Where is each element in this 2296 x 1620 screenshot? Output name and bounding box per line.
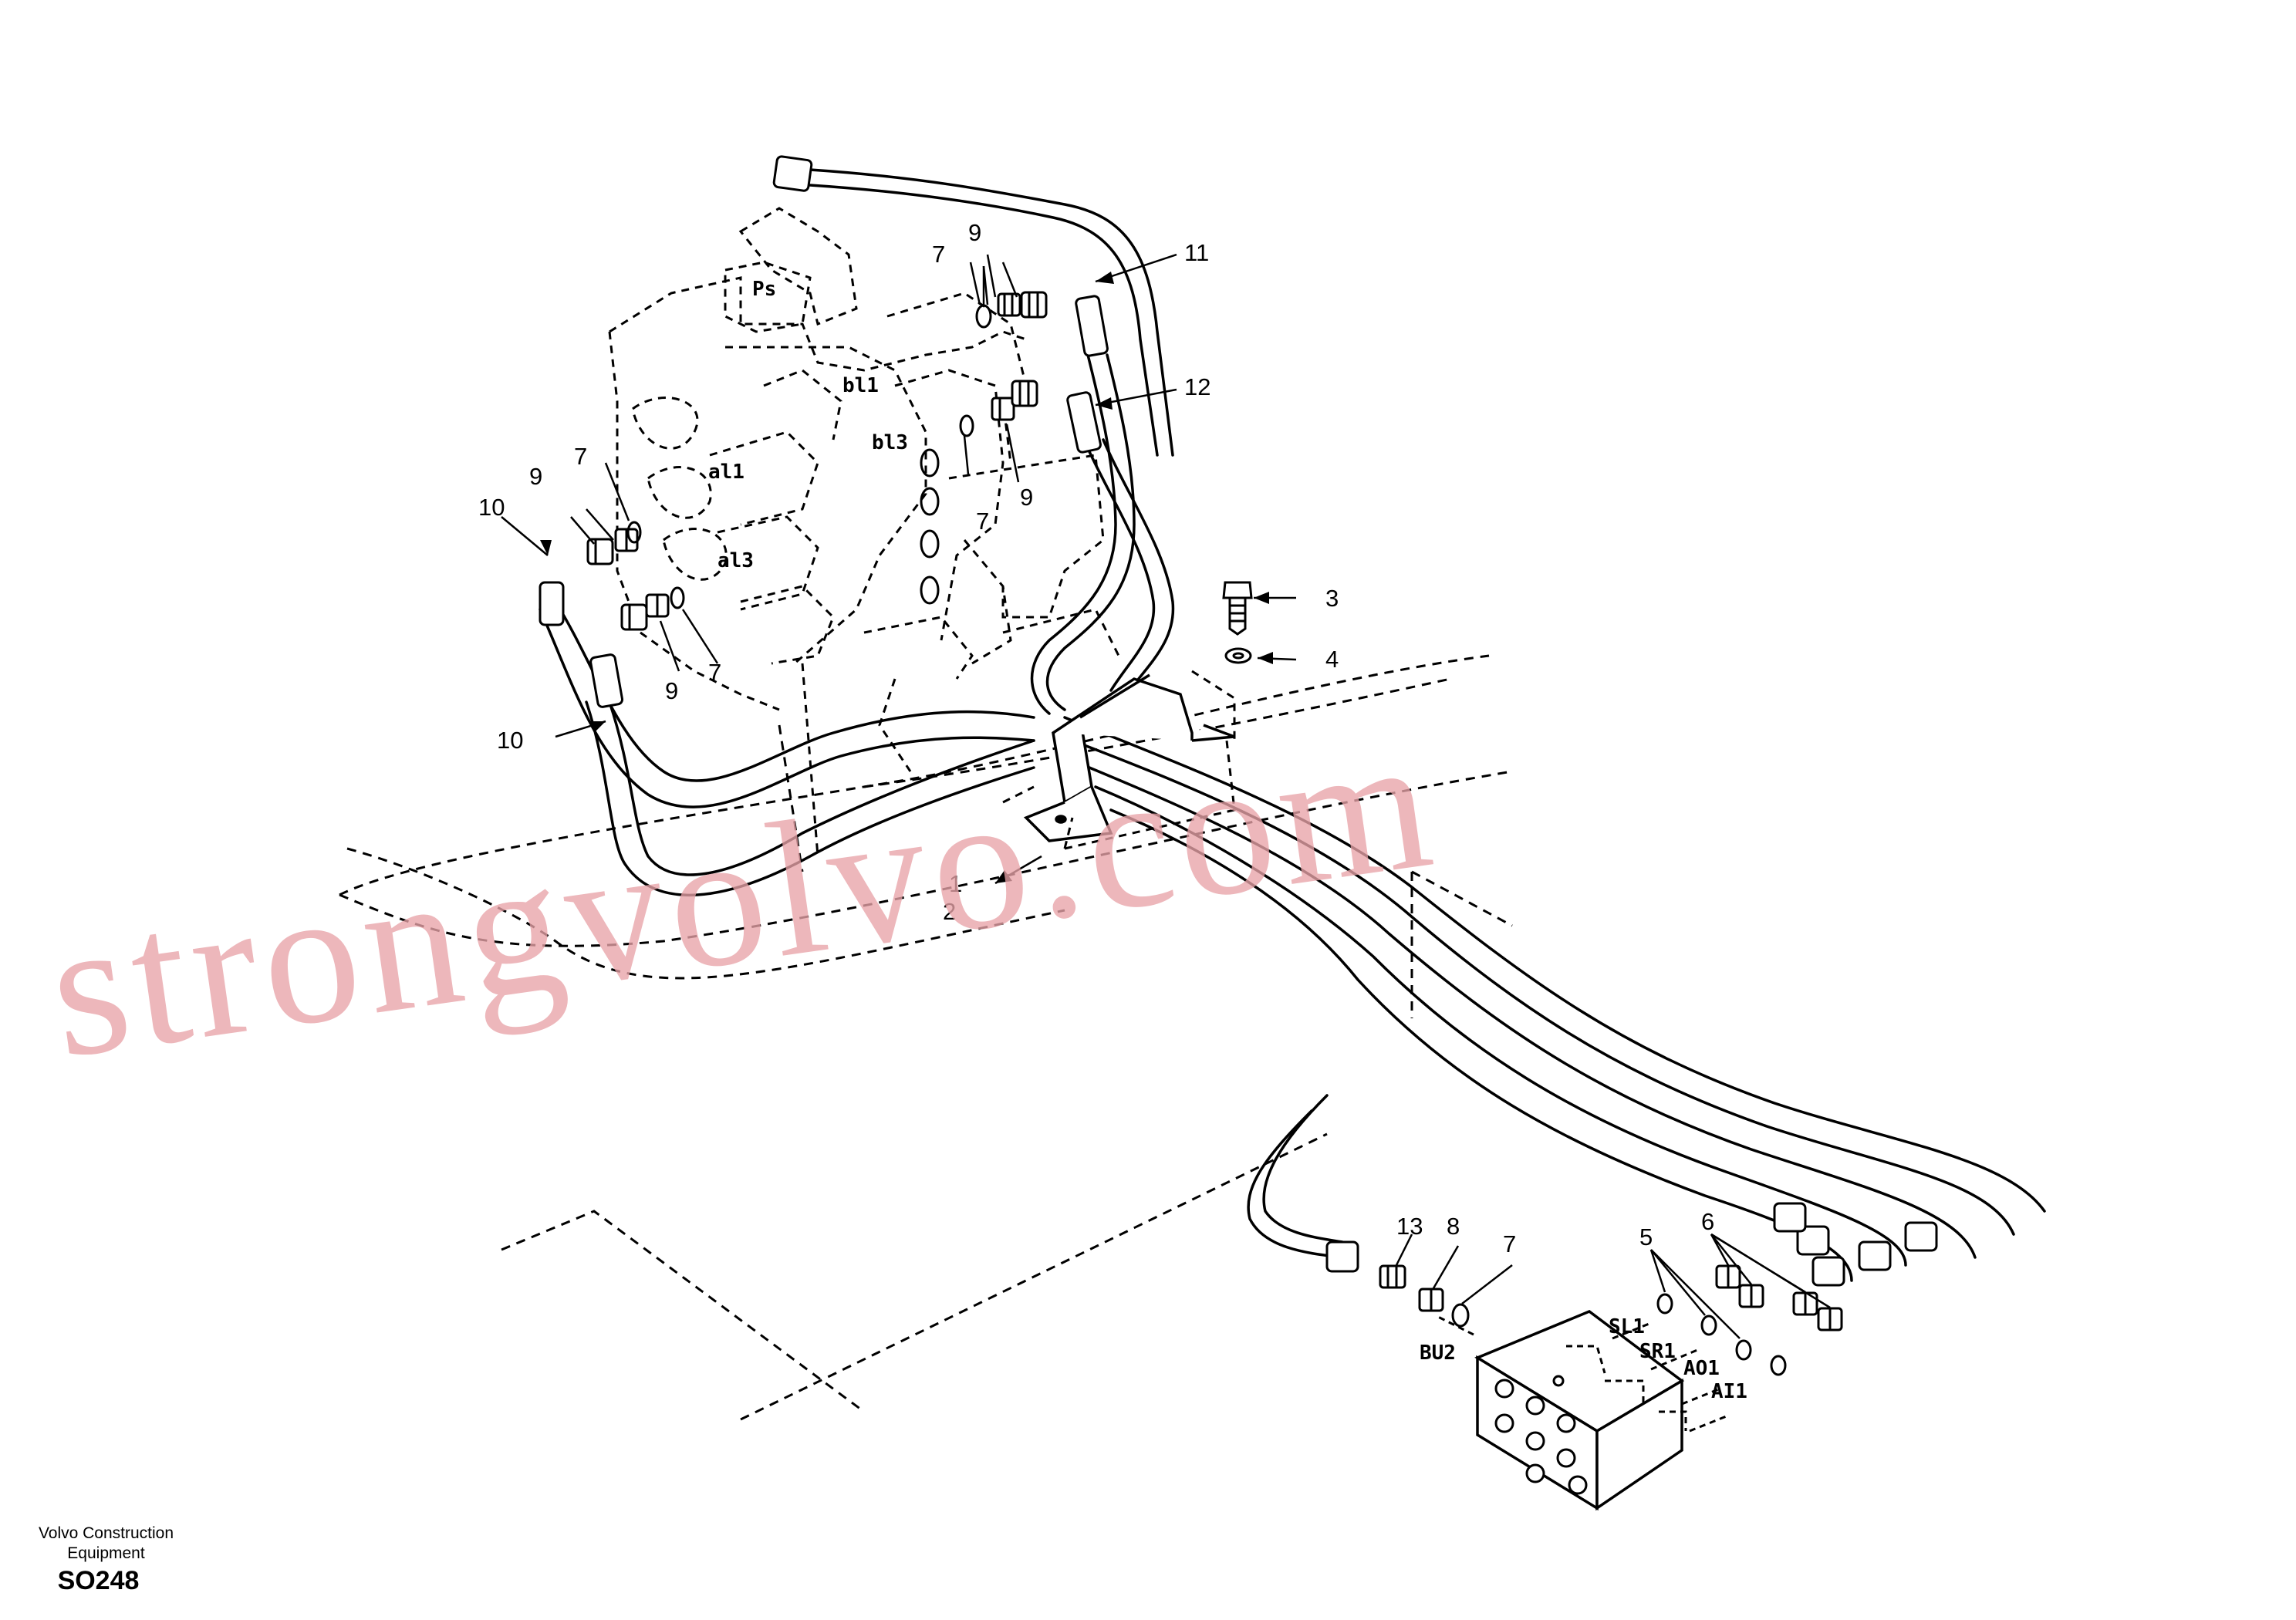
callout-7-top: 7 xyxy=(932,241,945,268)
watermark-text: strongvolvo.com xyxy=(38,694,1448,1099)
port-label-sl1: SL1 xyxy=(1609,1315,1645,1338)
callout-7-manifold: 7 xyxy=(1503,1230,1516,1257)
o-rings xyxy=(626,304,1787,1376)
callout-6: 6 xyxy=(1701,1208,1714,1235)
port-label-ps: Ps xyxy=(752,278,776,301)
leader-arrowheads xyxy=(540,272,1273,883)
valve-spool-ports xyxy=(920,448,940,605)
callout-9-lower: 9 xyxy=(665,677,678,704)
callout-9-left: 9 xyxy=(529,463,542,490)
port-label-bl3: bl3 xyxy=(872,431,908,454)
callout-12: 12 xyxy=(1184,373,1210,400)
callout-3: 3 xyxy=(1325,585,1339,612)
port-label-sr1: SR1 xyxy=(1639,1340,1676,1363)
callout-13: 13 xyxy=(1396,1213,1423,1240)
hose-bundle xyxy=(539,168,2046,1282)
port-label-ai1: AI1 xyxy=(1711,1380,1747,1403)
manifold-dashed-ports xyxy=(1434,1314,1729,1433)
callout-11: 11 xyxy=(1184,239,1209,266)
clamp-dashed-backing xyxy=(1002,670,1236,850)
callout-7-lower: 7 xyxy=(708,659,721,686)
lock-washer xyxy=(1224,647,1252,664)
callout-2: 2 xyxy=(943,898,956,925)
port-label-bu2: BU2 xyxy=(1420,1342,1456,1365)
port-label-bl1: bl1 xyxy=(842,374,879,397)
callout-9-mid: 9 xyxy=(1020,484,1033,511)
footer-block: Volvo Construction Equipment xyxy=(0,1524,212,1564)
port-label-ao1: AO1 xyxy=(1683,1357,1720,1380)
control-valve-outline xyxy=(608,207,1120,857)
manifold-ports xyxy=(1494,1375,1588,1495)
callout-7-mid: 7 xyxy=(976,508,989,535)
port-label-al1: al1 xyxy=(708,461,745,484)
threaded-unions xyxy=(586,291,1843,1331)
callout-9-top: 9 xyxy=(968,219,981,246)
port-label-al3: al3 xyxy=(718,549,754,572)
callout-10-upper: 10 xyxy=(478,494,505,521)
hose-end-fittings xyxy=(539,155,1938,1287)
clamp-bolt xyxy=(1222,581,1253,636)
callout-5: 5 xyxy=(1639,1223,1653,1250)
callout-7-left: 7 xyxy=(574,443,587,470)
callout-8: 8 xyxy=(1447,1213,1460,1240)
callout-4: 4 xyxy=(1325,646,1339,673)
drawing-code: SO248 xyxy=(57,1566,140,1595)
callout-1: 1 xyxy=(949,870,962,897)
footer-company-line1: Volvo Construction xyxy=(38,1524,174,1542)
callout-10-lower: 10 xyxy=(497,727,523,754)
hose-clamp-bracket xyxy=(1023,673,1235,842)
footer-company-line2: Equipment xyxy=(67,1544,145,1562)
